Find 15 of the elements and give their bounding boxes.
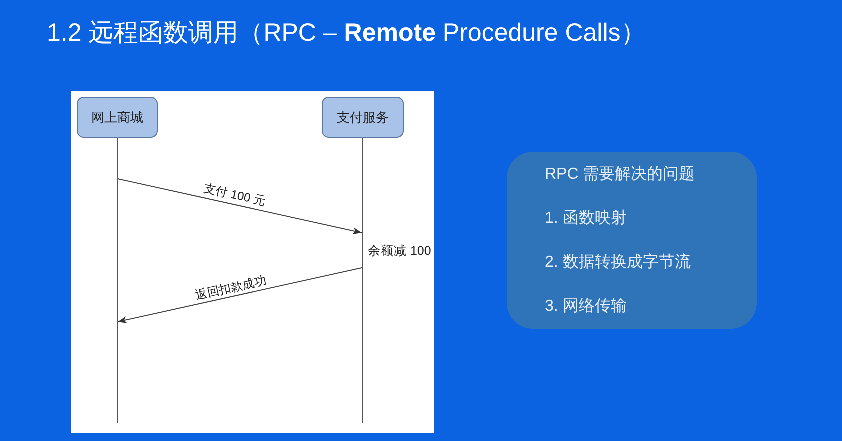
participant-box [322, 97, 404, 138]
list-item: 3. 网络传输 [545, 297, 627, 317]
list-item: 1. 函数映射 [545, 208, 627, 229]
slide-title: 1.2 远程函数调用（RPC – Remote Procedure Calls） [47, 18, 646, 48]
lifeline [117, 138, 118, 423]
participant-label: 网上商城 [92, 108, 144, 126]
participant-box [77, 97, 158, 138]
participant-label: 支付服务 [337, 108, 389, 126]
card-heading: RPC 需要解决的问题 [545, 164, 696, 185]
lifeline [362, 138, 363, 423]
list-item: 2. 数据转换成字节流 [545, 252, 691, 273]
message-arrow [118, 268, 362, 324]
note-text: 余额减 100 [368, 243, 432, 259]
message-arrow [118, 178, 362, 234]
info-card [507, 152, 757, 329]
